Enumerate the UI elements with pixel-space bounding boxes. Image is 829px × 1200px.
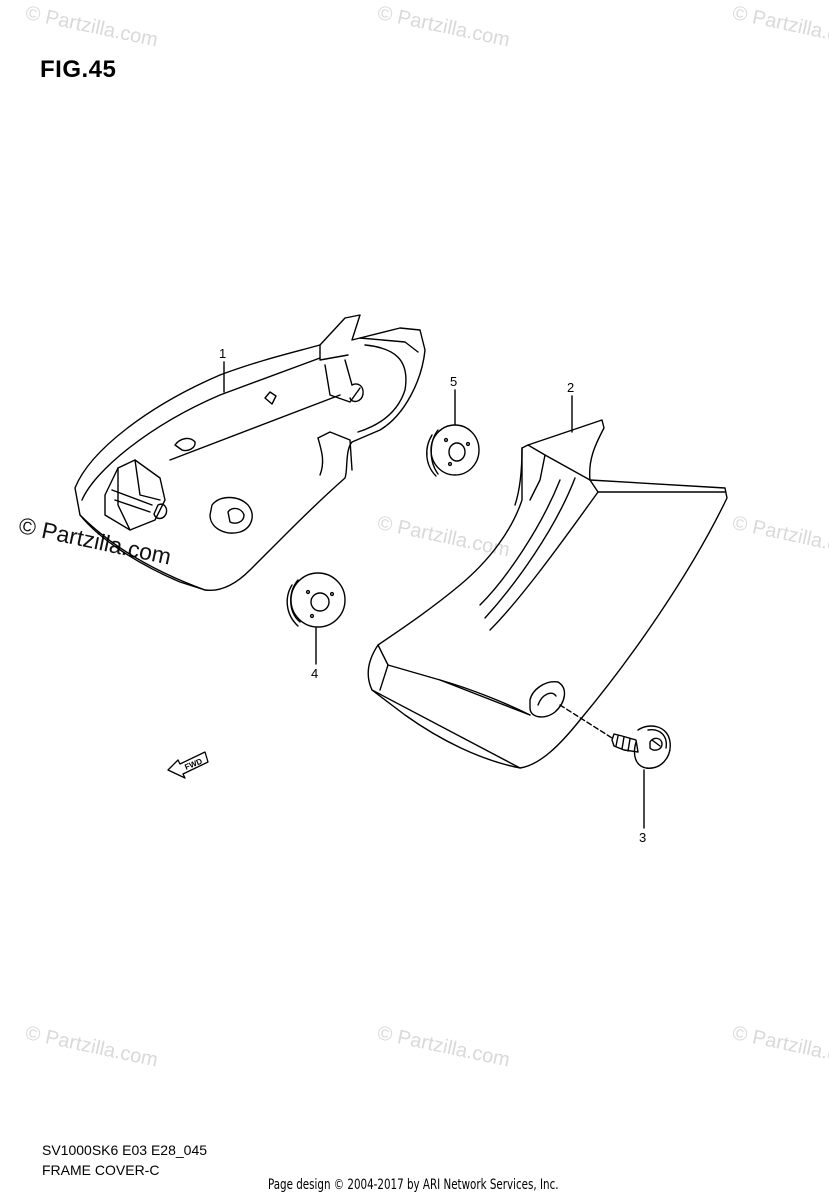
section-name: FRAME COVER-C [42,1162,160,1178]
model-code: SV1000SK6 E03 E28_045 [42,1142,208,1158]
callout-2: 2 [567,380,574,395]
figure-title: FIG.45 [40,56,117,83]
callout-5: 5 [450,374,457,389]
callout-3: 3 [639,830,646,845]
part-2-frame-cover-right [367,419,728,769]
part-5-grommet [426,424,480,477]
part-3-screw [611,725,671,769]
fwd-arrow-icon [167,751,209,779]
page-credit: Page design © 2004-2017 by ARI Network S… [268,1177,559,1193]
fastening-line [559,704,613,739]
part-1-frame-cover-left [74,314,426,592]
callout-1: 1 [219,346,226,361]
part-4-grommet [286,572,346,628]
callout-4: 4 [311,666,318,681]
